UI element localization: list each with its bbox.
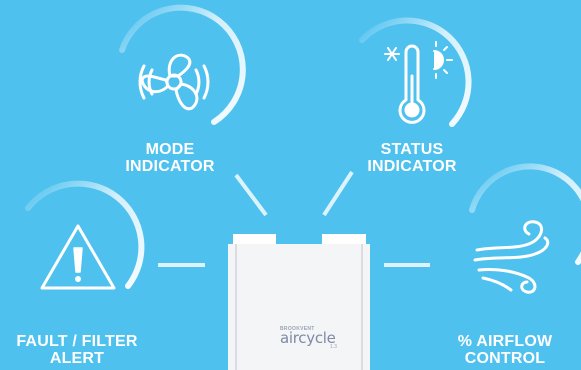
thermometer-sun-snow-icon <box>384 41 453 124</box>
label-mode-line1: MODE <box>145 141 195 158</box>
brand-name: BROOKVENT <box>280 326 315 332</box>
connector-lines <box>158 170 430 267</box>
label-fault-line2: ALERT <box>49 350 105 367</box>
label-mode-indicator: MODE INDICATOR <box>110 141 230 175</box>
ventilation-unit <box>228 234 370 370</box>
label-fault-line1: FAULT / FILTER <box>16 333 138 350</box>
warning-triangle-icon <box>40 224 116 290</box>
arc-mode <box>119 4 246 125</box>
connector-status <box>322 170 354 217</box>
arc-fault <box>25 180 145 289</box>
unit-spigot-left <box>233 234 276 246</box>
label-status-line1: STATUS <box>380 141 444 158</box>
product-name: aircycle <box>280 329 336 347</box>
product-version: 1.3 <box>330 344 337 350</box>
label-airflow-line1: % AIRFLOW <box>457 333 553 350</box>
fan-icon <box>138 53 210 111</box>
label-status-indicator: STATUS INDICATOR <box>352 141 472 175</box>
arc-status <box>359 17 472 127</box>
connector-mode <box>234 173 268 217</box>
label-mode-line2: INDICATOR <box>125 158 215 175</box>
unit-brand-logo: BROOKVENT aircycle 1.3 <box>280 326 360 350</box>
wind-swirl-icon <box>473 220 550 294</box>
label-airflow-control: % AIRFLOW CONTROL <box>445 333 565 367</box>
unit-spigot-right <box>322 234 366 246</box>
arc-airflow <box>469 163 581 265</box>
label-fault-filter-alert: FAULT / FILTER ALERT <box>0 333 154 367</box>
label-airflow-line2: CONTROL <box>464 350 546 367</box>
decorative-arcs <box>25 4 581 289</box>
label-status-line2: INDICATOR <box>367 158 457 175</box>
unit-body <box>228 244 370 370</box>
